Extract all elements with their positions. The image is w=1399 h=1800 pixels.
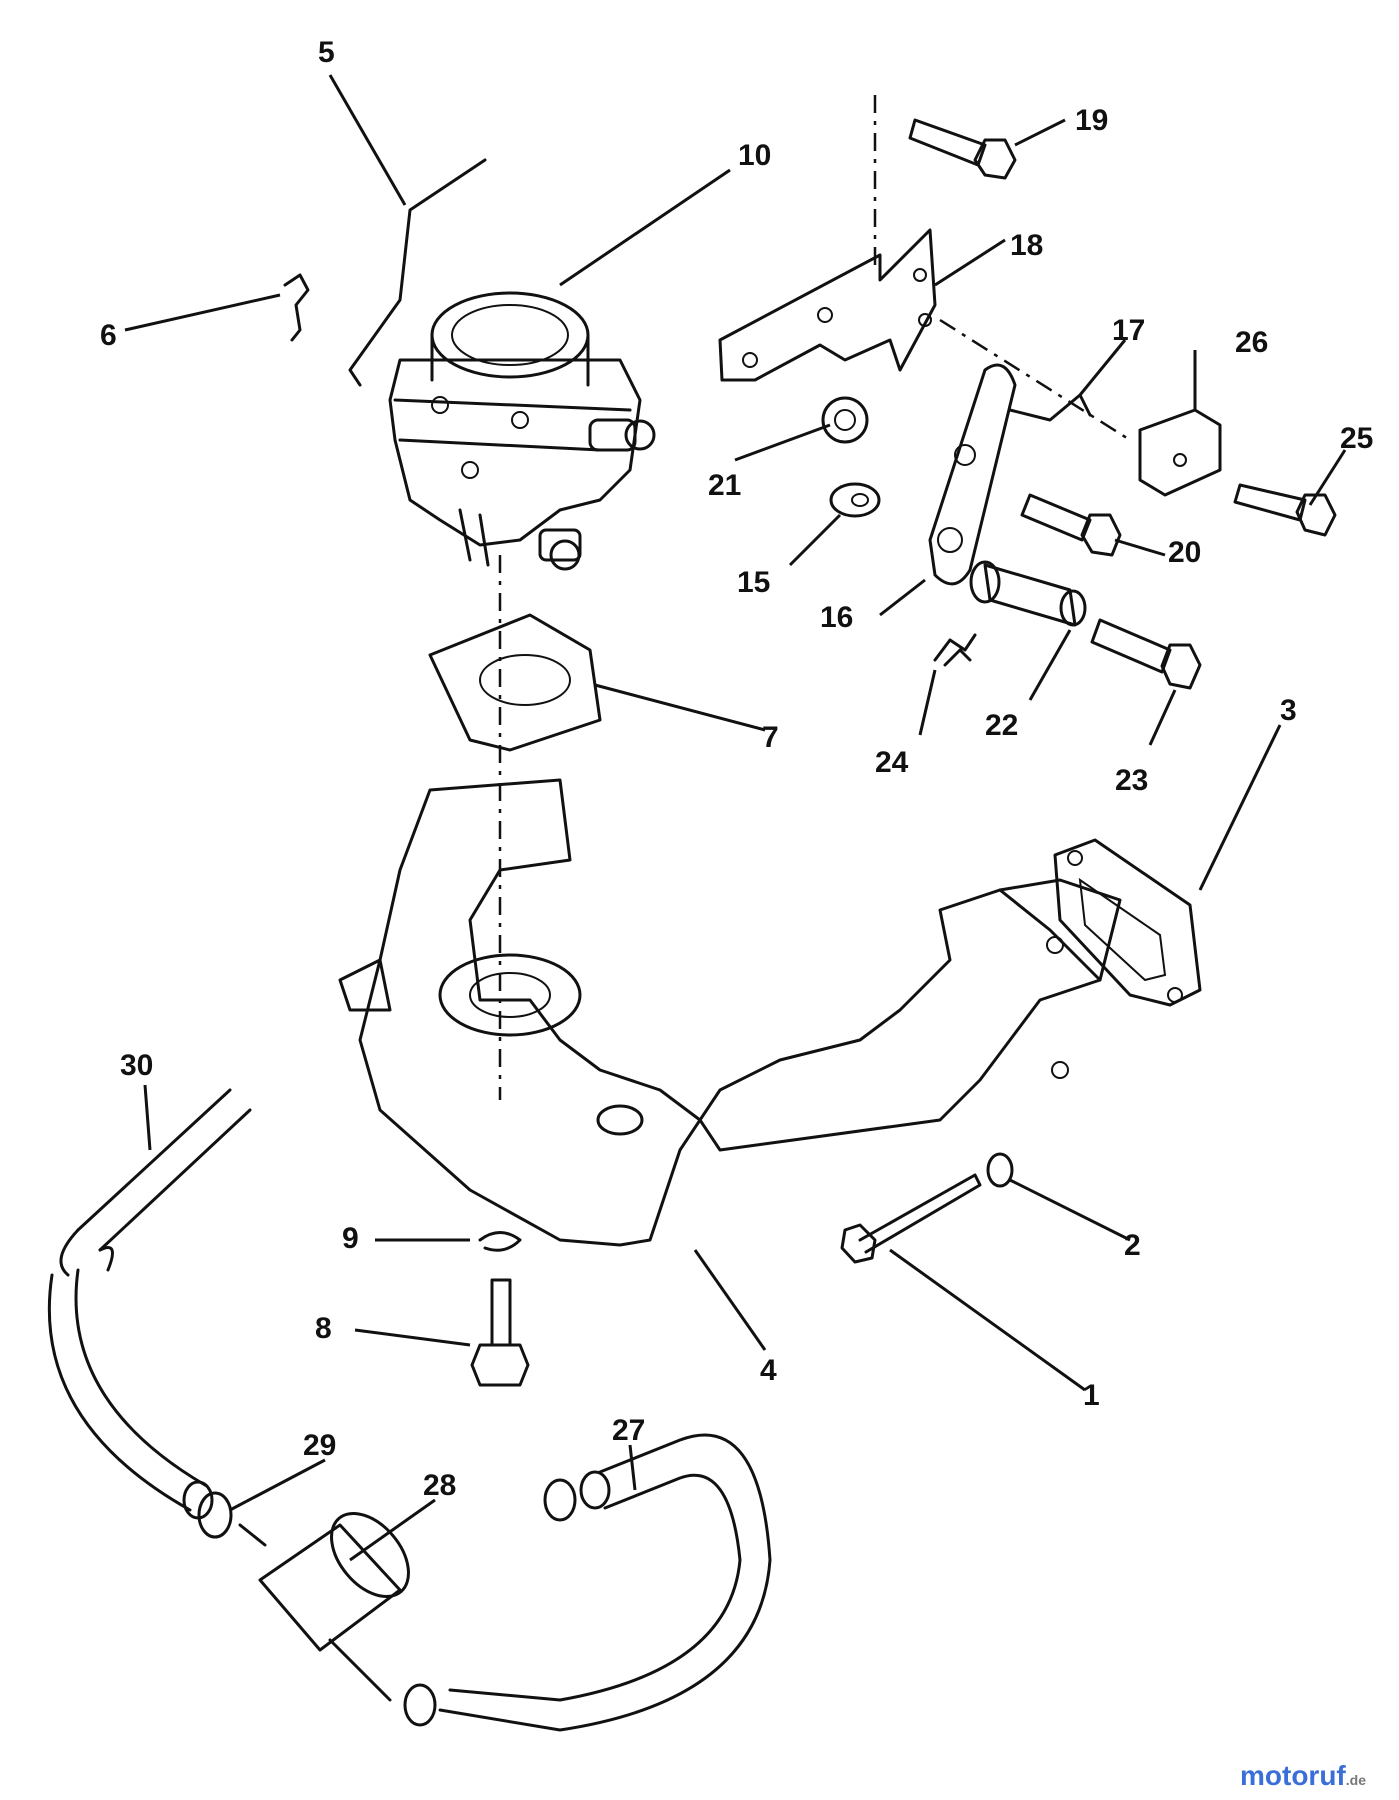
- return-spring: [1008, 393, 1092, 422]
- fuel-line-lower: [47, 1268, 207, 1512]
- carburetor-bolt: [470, 1278, 530, 1387]
- manifold-gasket: [1053, 838, 1202, 1007]
- callout-16: 16: [820, 601, 853, 634]
- carburetor-gasket: [428, 613, 602, 752]
- callout-7: 7: [762, 721, 779, 754]
- callout-17: 17: [1112, 314, 1145, 347]
- callout-6: 6: [100, 319, 117, 352]
- fuel-line-filter: [438, 1433, 772, 1732]
- callout-26: 26: [1235, 326, 1268, 359]
- clip-bolt: [1233, 483, 1337, 537]
- callout-18: 18: [1010, 229, 1043, 262]
- hose-clamp-lower: [403, 1683, 437, 1727]
- fuel-line-upper: [76, 1088, 252, 1252]
- callout-8: 8: [315, 1312, 332, 1345]
- callout-22: 22: [985, 709, 1018, 742]
- callout-19: 19: [1075, 104, 1108, 137]
- callout-3: 3: [1280, 694, 1297, 727]
- swivel-bolt: [1090, 618, 1202, 690]
- rod-clip: [283, 273, 310, 342]
- callout-29: 29: [303, 1429, 336, 1462]
- leader-lines: [124, 74, 1347, 1562]
- callout-25: 25: [1340, 422, 1373, 455]
- callout-5: 5: [318, 36, 335, 69]
- bracket-bolt: [908, 118, 1017, 180]
- manifold-bolt: [840, 1173, 982, 1264]
- choke-rod: [348, 158, 487, 387]
- star-lockwasher: [821, 396, 869, 444]
- lockwasher: [478, 1231, 522, 1252]
- manifold-washer: [986, 1152, 1014, 1188]
- callout-20: 20: [1168, 536, 1201, 569]
- callout-10: 10: [738, 139, 771, 172]
- watermark-suffix: .de: [1345, 1772, 1366, 1788]
- watermark-brand: motoruf: [1240, 1760, 1346, 1791]
- callout-21: 21: [708, 469, 741, 502]
- callout-4: 4: [760, 1354, 777, 1387]
- callout-15: 15: [737, 566, 770, 599]
- intake-manifold: [338, 778, 1122, 1247]
- callout-28: 28: [423, 1469, 456, 1502]
- callout-24: 24: [875, 746, 909, 779]
- hose-clamp-upper: [197, 1491, 233, 1539]
- callout-9: 9: [342, 1222, 359, 1255]
- throttle-bracket: [718, 228, 937, 382]
- throttle-link: [928, 363, 1017, 586]
- callout-labels: 1 2 3 4 5 6 7 8 9 10 15 16 17 18 19 20 2…: [100, 36, 1373, 1502]
- carburetor: [388, 291, 656, 571]
- watermark: motoruf.de: [1240, 1760, 1366, 1792]
- cotter-pin: [933, 633, 977, 667]
- callout-23: 23: [1115, 764, 1148, 797]
- link-bolt: [1020, 493, 1122, 557]
- callout-27: 27: [612, 1414, 645, 1447]
- callout-2: 2: [1124, 1229, 1141, 1262]
- swivel: [969, 560, 1087, 627]
- flat-washer: [829, 482, 881, 518]
- callout-1: 1: [1083, 1379, 1100, 1412]
- spring-clip: [1138, 408, 1222, 497]
- fuel-filter: [238, 1511, 410, 1702]
- callout-30: 30: [120, 1049, 153, 1082]
